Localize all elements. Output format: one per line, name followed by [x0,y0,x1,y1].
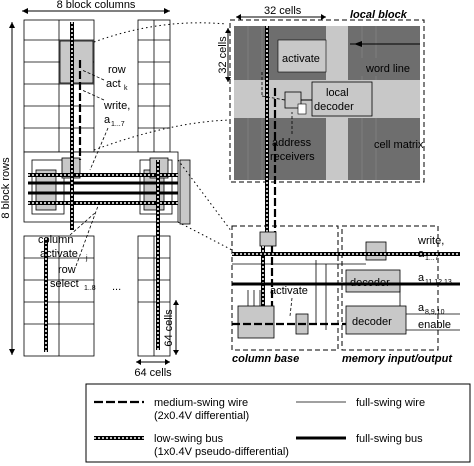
memory-io: memory input/output decoder decoder writ… [341,225,453,365]
block-array: 8 block columns 8 block rows [0,0,191,379]
cells-64-side-label: 64 cells [163,309,175,347]
decoder-2-label: decoder [352,316,392,328]
io-write-label: write, [417,235,444,247]
vertical-buses-left [44,22,160,352]
legend-low-swing-2: (1x0.4V pseudo-differential) [154,446,289,458]
io-a1-sub-label: 1...7 [425,255,439,262]
act-label: act [106,78,121,90]
a-write-sub-label: 1...7 [111,121,125,128]
io-a3-label: a [418,302,425,314]
activate-label: activate [282,53,320,65]
ellipsis-label: ... [112,281,121,293]
legend-full-swing-bus: full-swing bus [356,433,423,445]
activate-column-label: activate [270,285,308,297]
local-decoder-label-2: decoder [314,101,354,113]
block-rows-label: 8 block rows [0,157,12,219]
cell-matrix-label: cell matrix [374,139,424,151]
address-receivers-label-2: receivers [270,151,315,163]
lower-block-grid [23,235,171,357]
cells-64-bottom-label: 64 cells [134,367,172,379]
column-activate-sub-label: j [85,255,88,262]
a-write-label: a [104,114,111,126]
cells-32-side-label: 32 cells [217,36,229,74]
column-base-title: column base [232,353,299,365]
legend-low-swing-1: low-swing bus [154,433,224,445]
row-select-row-label: row [58,264,76,276]
local-block: local block 32 cells 32 cells activate w… [217,5,425,232]
legend: medium-swing wire (2x0.4V differential) … [85,383,471,463]
legend-full-swing-wire: full-swing wire [356,397,425,409]
horizontal-io-buses [232,252,460,331]
local-decoder-label-1: local [326,87,349,99]
column-label: column [38,234,73,246]
select-label: select [50,278,79,290]
word-line-label: word line [365,63,410,75]
local-block-title: local block [350,9,408,21]
write-label: write, [103,100,130,112]
act-sub-label: k [124,85,128,92]
middle-block-strip [23,151,191,225]
io-a2-label: a [418,272,425,284]
select-sub-label: 1..8 [84,285,96,292]
column-base: column base activate [231,225,339,365]
row-label: row [108,64,126,76]
address-receivers-label-1: address [272,137,312,149]
enable-label: enable [418,319,451,331]
memory-io-title: memory input/output [342,353,453,365]
cells-32-top-label: 32 cells [264,5,302,17]
column-activate-label: activate [40,248,78,260]
zoom-lines [93,22,233,251]
highlighted-block [59,40,94,84]
block-columns-label: 8 block columns [57,0,136,11]
upper-block-grid [23,19,171,153]
legend-medium-swing-1: medium-swing wire [154,397,248,409]
legend-medium-swing-2: (2x0.4V differential) [154,410,249,422]
io-a3-sub-label: 8,9,10 [425,309,445,316]
